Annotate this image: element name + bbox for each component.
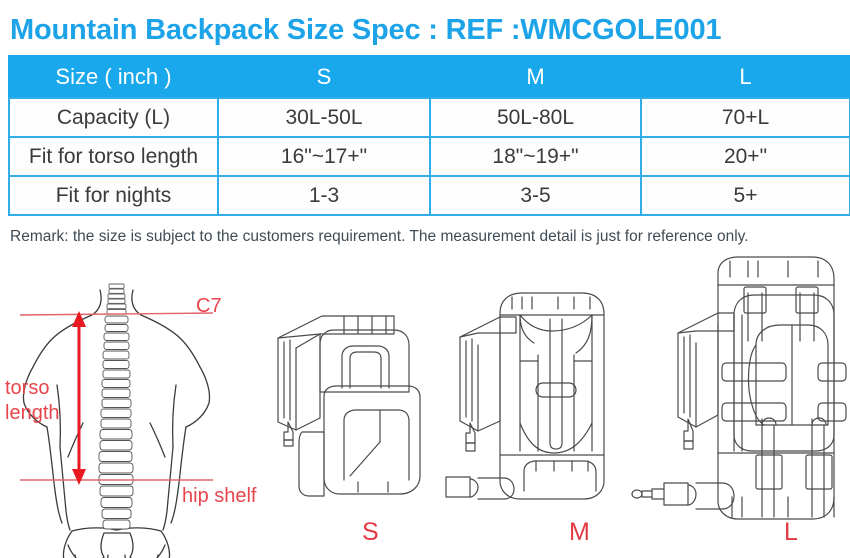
column-header-size: Size ( inch ): [8, 55, 219, 99]
illustration-area: [0, 255, 850, 558]
row-label-torso-length: Fit for torso length: [8, 136, 219, 177]
column-header-medium: M: [429, 55, 642, 99]
table-row: Fit for torso length 16"~17+" 18"~19+" 2…: [8, 136, 850, 177]
figure-label-medium: M: [569, 518, 590, 546]
annotation-torso-length: torso length: [5, 376, 60, 426]
annotation-c7: C7: [196, 295, 222, 317]
cell-capacity-s: 30L-50L: [217, 97, 431, 138]
annotation-hip-shelf: hip shelf: [182, 485, 257, 507]
table-header-row: Size ( inch ) S M L: [8, 55, 850, 99]
cell-torso-m: 18"~19+": [429, 136, 642, 177]
annotation-torso-line1: torso: [5, 377, 50, 399]
spine-vertebrae: [98, 283, 134, 530]
torso-length-arrow: [72, 311, 86, 485]
cell-nights-m: 3-5: [429, 175, 642, 216]
c7-reference-line: [19, 312, 214, 316]
cell-capacity-m: 50L-80L: [429, 97, 642, 138]
table-row: Fit for nights 1-3 3-5 5+: [8, 175, 850, 216]
annotation-torso-line2: length: [5, 402, 60, 424]
cell-torso-s: 16"~17+": [217, 136, 431, 177]
page-title: Mountain Backpack Size Spec : REF :WMCGO…: [10, 14, 722, 46]
size-spec-table: Size ( inch ) S M L Capacity (L) 30L-50L…: [8, 55, 850, 216]
backpack-illustration-small: [277, 315, 421, 497]
figure-label-large: L: [784, 518, 798, 546]
column-header-small: S: [217, 55, 431, 99]
remark-text: Remark: the size is subject to the custo…: [10, 228, 749, 245]
cell-capacity-l: 70+L: [640, 97, 850, 138]
backpack-illustration-large: [631, 256, 847, 520]
table-row: Capacity (L) 30L-50L 50L-80L 70+L: [8, 97, 850, 138]
figure-label-small: S: [362, 518, 379, 546]
backpack-illustration-medium: [445, 292, 605, 500]
cell-torso-l: 20+": [640, 136, 850, 177]
row-label-nights: Fit for nights: [8, 175, 219, 216]
cell-nights-s: 1-3: [217, 175, 431, 216]
cell-nights-l: 5+: [640, 175, 850, 216]
column-header-large: L: [640, 55, 850, 99]
row-label-capacity: Capacity (L): [8, 97, 219, 138]
torso-anatomy-diagram: [19, 283, 214, 558]
